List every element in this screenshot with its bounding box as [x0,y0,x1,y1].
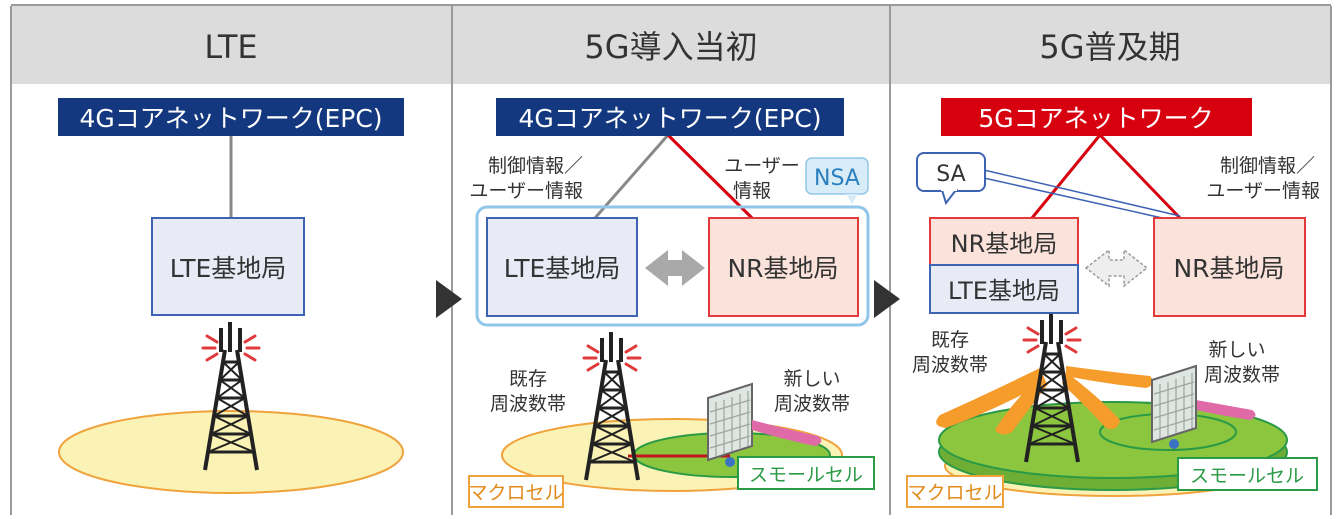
control-info-label: ユーザー情報 [469,180,583,202]
base-station-label: NR基地局 [1173,254,1284,283]
beam-icon [1066,366,1154,388]
core-network-epc: 4Gコアネットワーク(EPC) [58,98,404,136]
core-network-5g: 5Gコアネットワーク [941,98,1252,136]
existing-band-label: 周波数帯 [490,393,566,415]
panel-title: 5G普及期 [1039,28,1180,66]
lte-base-station-stacked: LTE基地局 [929,264,1079,314]
panel-title: 5G導入当初 [584,28,757,66]
base-station-label: LTE基地局 [504,254,621,283]
next-arrow-icon [874,280,900,318]
macro-cell-label: マクロセル [907,482,1002,504]
nr-base-station-stacked: NR基地局 [929,217,1079,266]
macro-cell-tag: マクロセル [468,475,564,508]
beam-icon [1062,372,1120,429]
lte-base-station: LTE基地局 [151,217,305,316]
existing-band-label: 既存 [509,368,547,390]
small-cell-tag: スモールセル [1177,457,1318,491]
next-arrow-icon [436,280,462,318]
existing-band-label: 周波数帯 [912,354,988,376]
new-band-label: 新しい [783,368,840,390]
panel-title: LTE [204,28,257,66]
small-cell-label: スモールセル [749,464,863,486]
user-info-label: ユーザー [724,155,800,177]
macro-cell-tag: マクロセル [906,475,1004,508]
core-network-label: 4Gコアネットワーク(EPC) [518,104,821,133]
bidirectional-arrow-icon [645,250,705,286]
beam-icon [752,420,822,446]
new-band-label: 周波数帯 [774,393,850,415]
sa-badge: SA [916,152,986,206]
panel-header-5g-widespread: 5G普及期 [891,6,1330,84]
panel-header-lte: LTE [12,6,451,84]
nr-base-station: NR基地局 [708,217,859,317]
panel-header-5g-early: 5G導入当初 [453,6,889,84]
lte-base-station: LTE基地局 [486,217,638,317]
sa-label: SA [936,162,965,187]
nsa-group-frame [475,205,870,327]
base-station-label: NR基地局 [727,254,838,283]
nsa-label: NSA [814,166,860,191]
new-band-label: 新しい [1208,339,1265,361]
bidirectional-arrow-icon [1084,248,1149,288]
control-info-label: 制御情報／ [1220,155,1315,177]
core-network-epc: 4Gコアネットワーク(EPC) [496,98,844,136]
macro-cell-label: マクロセル [468,482,563,504]
small-cell-label: スモールセル [1190,465,1304,487]
beam-icon [936,368,1046,428]
beam-icon [1196,400,1256,420]
existing-band-label: 既存 [931,329,969,351]
control-info-label: 制御情報／ [488,155,583,177]
base-station-label: LTE基地局 [948,277,1060,305]
control-info-label: ユーザー情報 [1206,180,1320,202]
base-station-label: LTE基地局 [170,254,287,283]
core-network-label: 4Gコアネットワーク(EPC) [79,104,382,133]
core-network-label: 5Gコアネットワーク [978,104,1213,133]
beam-icon [995,376,1048,435]
base-station-label: NR基地局 [951,230,1058,258]
small-cell-tag: スモールセル [737,456,875,490]
nr-base-station: NR基地局 [1153,217,1306,317]
user-info-label: 情報 [733,180,771,202]
new-band-label: 周波数帯 [1204,364,1280,386]
nsa-badge: NSA [805,157,869,204]
